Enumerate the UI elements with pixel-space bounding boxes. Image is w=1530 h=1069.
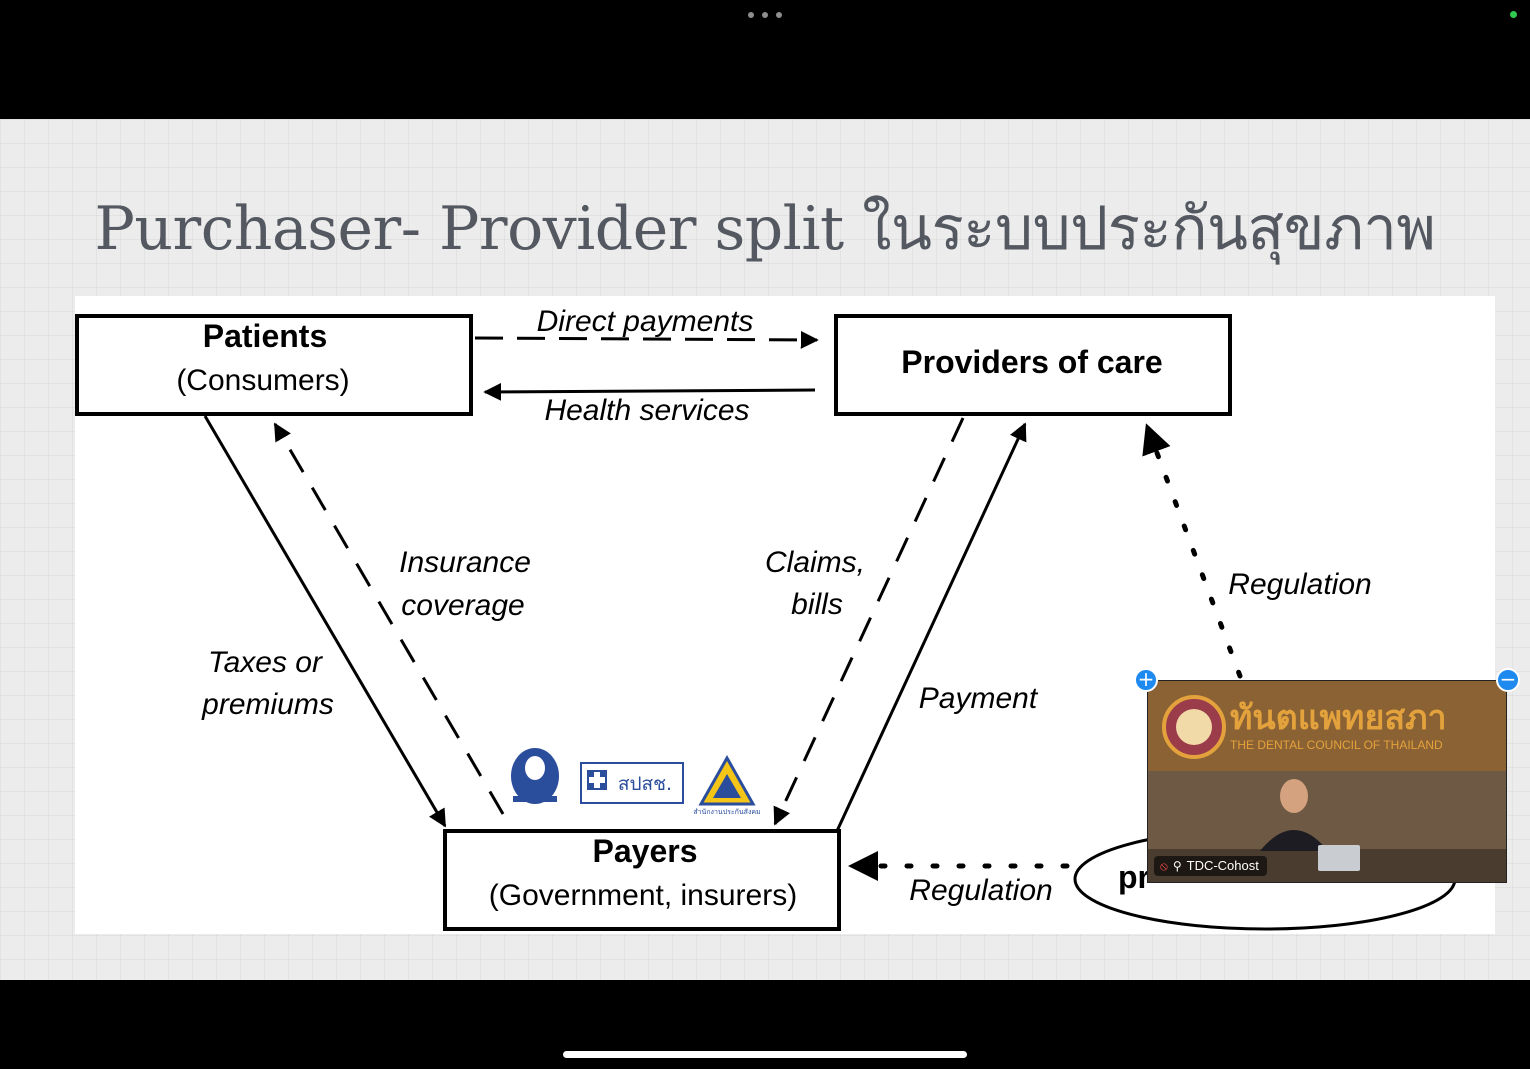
- insurance-label-line1: Insurance: [399, 546, 531, 579]
- pin-icon: ⚲: [1172, 859, 1182, 873]
- regulator-partial-label: pr: [1118, 859, 1150, 895]
- nhso-logo-text: สปสช.: [618, 773, 672, 795]
- nhso-logo: สปสช.: [580, 762, 684, 804]
- payers-subtitle: (Government, insurers): [489, 879, 797, 912]
- sso-logo-caption: สำนักงานประกันสังคม: [693, 808, 760, 816]
- presenter-head: [1280, 779, 1308, 813]
- presenter-body: [1260, 830, 1328, 851]
- muted-mic-icon: ⦸: [1160, 859, 1168, 873]
- regulation-bottom-label: Regulation: [909, 874, 1052, 907]
- laptop-icon: [1318, 845, 1360, 871]
- claims-arrow: [773, 417, 965, 826]
- direct-payments-label: Direct payments: [537, 305, 754, 338]
- slide-title: Purchaser- Provider split ในระบบประกันสุ…: [94, 194, 1436, 264]
- claims-label-line2: bills: [791, 588, 843, 621]
- health-services-arrow: [483, 382, 816, 401]
- home-indicator[interactable]: [563, 1051, 967, 1058]
- sso-logo: สำนักงานประกันสังคม: [693, 754, 761, 816]
- health-services-label: Health services: [544, 394, 749, 427]
- regulation-right-label: Regulation: [1228, 568, 1371, 601]
- providers-box: [834, 314, 1232, 416]
- payment-label: Payment: [919, 682, 1039, 715]
- video-sign-thai: ทันตแพทยสภา: [1230, 698, 1447, 738]
- payers-box: [443, 829, 841, 931]
- insurance-coverage-arrow: [273, 422, 505, 815]
- taxes-label-line1: Taxes or: [208, 646, 323, 679]
- claims-label-line1: Claims,: [765, 546, 865, 579]
- payment-arrow: [835, 422, 1027, 832]
- garuda-logo: [511, 748, 559, 804]
- insurance-label-line2: coverage: [401, 589, 524, 622]
- tile-minimize-button[interactable]: −: [1496, 668, 1520, 692]
- patients-title: Patients: [203, 318, 327, 354]
- diagram-canvas: Patients (Consumers) Providers of care P…: [75, 305, 1457, 931]
- camera-indicator-icon: [1510, 11, 1517, 18]
- tile-expand-button[interactable]: +: [1134, 668, 1158, 692]
- patients-box: [75, 314, 473, 416]
- taxes-arrow: [203, 415, 447, 828]
- participant-name-tag: ⦸ ⚲ TDC-Cohost: [1154, 856, 1267, 876]
- more-options-icon[interactable]: [748, 10, 782, 20]
- video-sign-english: THE DENTAL COUNCIL OF THAILAND: [1230, 738, 1443, 752]
- direct-payments-arrow: [474, 330, 819, 349]
- shared-slide: Purchaser- Provider split ในระบบประกันสุ…: [0, 119, 1530, 980]
- video-scene: ทันตแพทยสภา THE DENTAL COUNCIL OF THAILA…: [1148, 681, 1506, 882]
- payers-title: Payers: [593, 833, 698, 869]
- taxes-label-line2: premiums: [201, 688, 334, 721]
- patients-subtitle: (Consumers): [176, 364, 349, 397]
- participant-video-tile[interactable]: ทันตแพทยสภา THE DENTAL COUNCIL OF THAILA…: [1147, 680, 1507, 883]
- providers-title: Providers of care: [901, 344, 1162, 380]
- regulation-right-arrow: [1142, 423, 1243, 679]
- participant-name: TDC-Cohost: [1186, 858, 1259, 873]
